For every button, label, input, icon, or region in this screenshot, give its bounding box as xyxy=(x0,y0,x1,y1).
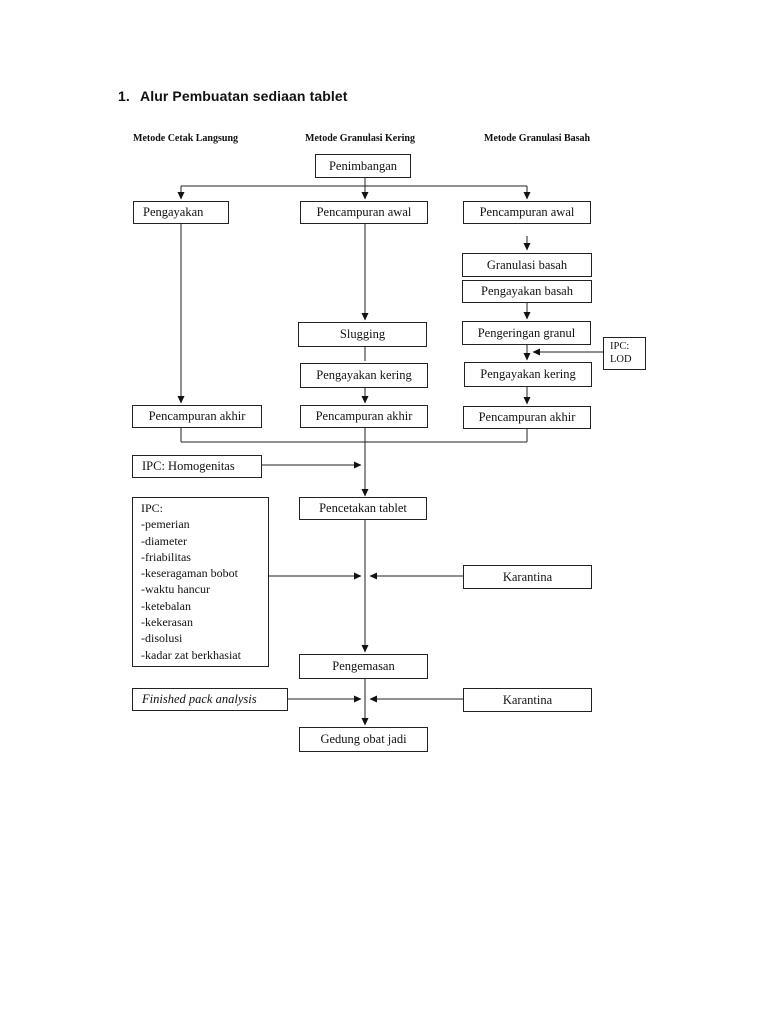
step-pencampuran-akhir-mid: Pencampuran akhir xyxy=(300,405,428,428)
step-karantina-1: Karantina xyxy=(463,565,592,589)
ipc-list-title: IPC: xyxy=(141,501,164,515)
ipc-list-item: -keseragaman bobot xyxy=(141,566,238,581)
step-pengayakan: Pengayakan xyxy=(133,201,229,224)
step-pengeringan-granul: Pengeringan granul xyxy=(462,321,591,345)
step-pengemasan: Pengemasan xyxy=(299,654,428,679)
heading-number: 1. xyxy=(118,88,130,104)
step-pencetakan-tablet: Pencetakan tablet xyxy=(299,497,427,520)
step-ipc-homogenitas: IPC: Homogenitas xyxy=(132,455,262,478)
step-pencampuran-akhir-right: Pencampuran akhir xyxy=(463,406,591,429)
step-pengayakan-basah: Pengayakan basah xyxy=(462,280,592,303)
ipc-list-item: -pemerian xyxy=(141,517,190,532)
step-finished-pack-analysis: Finished pack analysis xyxy=(132,688,288,711)
ipc-list-item: -disolusi xyxy=(141,631,183,646)
step-karantina-2: Karantina xyxy=(463,688,592,712)
ipc-list-item: -waktu hancur xyxy=(141,582,210,597)
step-pengayakan-kering-right: Pengayakan kering xyxy=(464,362,592,387)
ipc-list-item: -friabilitas xyxy=(141,549,191,564)
step-pengayakan-kering-mid: Pengayakan kering xyxy=(300,363,428,388)
page-heading: 1. Alur Pembuatan sediaan tablet xyxy=(118,88,348,104)
step-gedung-obat-jadi: Gedung obat jadi xyxy=(299,727,428,752)
ipc-list-item: -ketebalan xyxy=(141,598,191,613)
ipc-list-item: -kadar zat berkhasiat xyxy=(141,647,241,662)
step-granulasi-basah: Granulasi basah xyxy=(462,253,592,277)
column-header-granulasi-kering: Metode Granulasi Kering xyxy=(305,133,415,144)
step-pencampuran-akhir-left: Pencampuran akhir xyxy=(132,405,262,428)
step-pencampuran-awal-basah: Pencampuran awal xyxy=(463,201,591,224)
step-penimbangan: Penimbangan xyxy=(315,154,411,178)
step-pencampuran-awal-kering: Pencampuran awal xyxy=(300,201,428,224)
column-header-granulasi-basah: Metode Granulasi Basah xyxy=(484,133,591,144)
ipc-list-box: IPC: -pemerian -diameter -friabilitas -k… xyxy=(132,497,269,667)
step-slugging: Slugging xyxy=(298,322,427,347)
ipc-lod-line1: IPC: xyxy=(610,341,630,352)
column-header-cetak-langsung: Metode Cetak Langsung xyxy=(133,133,239,144)
ipc-lod-box: IPC: LOD xyxy=(603,337,646,370)
ipc-list-item: -kekerasan xyxy=(141,615,193,630)
ipc-lod-line2: LOD xyxy=(610,354,632,365)
ipc-list-item: -diameter xyxy=(141,533,187,548)
heading-title: Alur Pembuatan sediaan tablet xyxy=(140,88,348,104)
